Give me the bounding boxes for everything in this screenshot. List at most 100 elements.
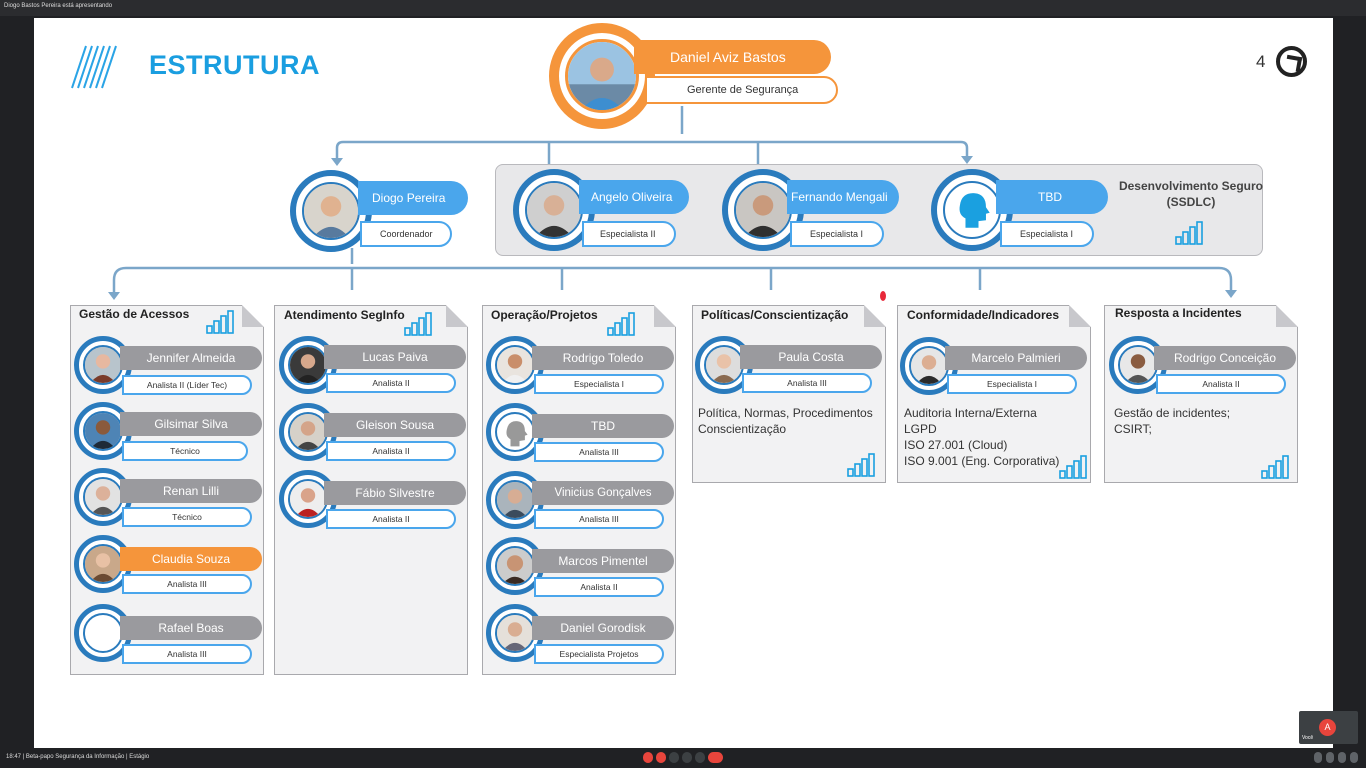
member-photo — [83, 544, 123, 584]
member-role: Especialista I — [947, 374, 1077, 394]
description-line: Gestão de incidentes; — [1114, 406, 1231, 420]
member-role: Analista III — [122, 574, 252, 594]
team-description: Política, Normas, Procedimentos Conscien… — [698, 405, 873, 437]
slide-title: ESTRUTURA — [149, 50, 320, 80]
coordinator-name: Diogo Pereira — [358, 181, 468, 215]
team-card-politicas — [692, 305, 886, 483]
ssdlc-member-name: Fernando Mengali — [787, 180, 899, 214]
description-line: ISO 27.001 (Cloud) — [904, 438, 1008, 452]
present-icon[interactable] — [682, 752, 692, 763]
member-role: Analista III — [122, 644, 252, 664]
member-role: Especialista Projetos — [534, 644, 664, 664]
team-title: Resposta a Incidentes — [1115, 306, 1242, 320]
info-icon[interactable] — [1314, 752, 1322, 763]
member-photo — [83, 345, 123, 385]
meeting-info: 18:47 | Beta-papo Segurança da Informaçã… — [6, 754, 150, 760]
team-title: Gestão de Acessos — [79, 307, 190, 321]
coordinator-photo — [302, 182, 360, 240]
laser-pointer-icon — [880, 291, 886, 301]
member-name: Paula Costa — [740, 345, 882, 369]
manager-photo-ring — [549, 23, 655, 129]
member-role: Analista II (Líder Tec) — [122, 375, 252, 395]
member-name: TBD — [532, 414, 674, 438]
ssdlc-member-role: Especialista II — [582, 221, 676, 247]
member-name: Gilsimar Silva — [120, 412, 262, 436]
mic-off-icon[interactable] — [643, 752, 653, 763]
bar-chart-icon — [206, 310, 234, 334]
presenter-label: Diogo Bastos Pereira está apresentando — [4, 3, 113, 9]
manager-name: Daniel Aviz Bastos — [634, 40, 831, 74]
member-name: Marcos Pimentel — [532, 549, 674, 573]
member-photo — [288, 479, 328, 519]
bar-chart-icon — [1175, 221, 1203, 245]
bar-chart-icon — [1059, 455, 1087, 479]
ssdlc-label-line1: Desenvolvimento Seguro — [1118, 179, 1264, 193]
description-line: LGPD — [904, 422, 937, 436]
member-role: Analista II — [326, 373, 456, 393]
member-photo — [704, 345, 744, 385]
manager-photo — [565, 39, 639, 113]
ssdlc-member-name: TBD — [996, 180, 1108, 214]
coordinator-role: Coordenador — [360, 221, 452, 247]
ssdlc-member-photo — [525, 181, 583, 239]
ssdlc-member-name: Angelo Oliveira — [579, 180, 689, 214]
member-role: Técnico — [122, 507, 252, 527]
description-line: CSIRT; — [1114, 422, 1152, 436]
description-line: Conscientização — [698, 422, 787, 436]
ssdlc-label: Desenvolvimento Seguro (SSDLC) — [1116, 178, 1266, 210]
ssdlc-member-role: Especialista I — [1000, 221, 1094, 247]
manager-role: Gerente de Segurança — [645, 76, 838, 104]
member-photo — [288, 345, 328, 385]
member-role: Analista II — [326, 509, 456, 529]
people-icon[interactable] — [1326, 752, 1334, 763]
presentation-top-bar: Diogo Bastos Pereira está apresentando — [0, 0, 1366, 16]
member-photo — [83, 477, 123, 517]
ssdlc-label-line2: (SSDLC) — [1166, 195, 1216, 209]
team-description: Gestão de incidentes; CSIRT; — [1114, 405, 1230, 437]
member-role: Especialista I — [534, 374, 664, 394]
leave-call-icon[interactable] — [708, 752, 723, 763]
member-name: Jennifer Almeida — [120, 346, 262, 370]
activities-icon[interactable] — [1350, 752, 1358, 763]
member-name: Rodrigo Toledo — [532, 346, 674, 370]
team-description: Auditoria Interna/Externa LGPD ISO 27.00… — [904, 405, 1059, 469]
member-photo — [495, 480, 535, 520]
captions-icon[interactable] — [669, 752, 679, 763]
placeholder-person-icon — [943, 181, 1001, 239]
member-name: Claudia Souza — [120, 547, 262, 571]
placeholder-person-icon — [495, 412, 535, 452]
member-photo — [495, 613, 535, 653]
member-name: Daniel Gorodisk — [532, 616, 674, 640]
bar-chart-icon — [1261, 455, 1289, 479]
member-role: Analista II — [326, 441, 456, 461]
user-avatar: A — [1319, 719, 1336, 736]
brand-logo-icon — [1276, 46, 1307, 77]
member-photo-ring — [279, 470, 337, 528]
meeting-bottom-bar: 18:47 | Beta-papo Segurança da Informaçã… — [0, 748, 1366, 768]
chat-icon[interactable] — [1338, 752, 1346, 763]
self-video-tile[interactable]: A Você — [1299, 711, 1358, 744]
member-name: Fábio Silvestre — [324, 481, 466, 505]
member-role: Analista III — [742, 373, 872, 393]
more-options-icon[interactable] — [695, 752, 705, 763]
ssdlc-member-photo — [734, 181, 792, 239]
member-role: Técnico — [122, 441, 248, 461]
bar-chart-icon — [607, 312, 635, 336]
member-name: Gleison Sousa — [324, 413, 466, 437]
member-photo — [495, 345, 535, 385]
team-card-resposta-incidentes — [1104, 305, 1298, 483]
bar-chart-icon — [404, 312, 432, 336]
user-name: Você — [1302, 735, 1314, 741]
bar-chart-icon — [847, 453, 875, 477]
ssdlc-member-role: Especialista I — [790, 221, 884, 247]
camera-off-icon[interactable] — [656, 752, 666, 763]
member-role: Analista II — [534, 577, 664, 597]
member-role: Analista III — [534, 442, 664, 462]
member-name: Rafael Boas — [120, 616, 262, 640]
description-line: Política, Normas, Procedimentos — [698, 406, 873, 420]
description-line: ISO 9.001 (Eng. Corporativa) — [904, 454, 1060, 468]
team-title: Políticas/Conscientização — [701, 308, 849, 322]
team-title: Conformidade/Indicadores — [907, 308, 1060, 322]
member-role: Analista III — [534, 509, 664, 529]
team-title: Operação/Projetos — [491, 308, 598, 322]
